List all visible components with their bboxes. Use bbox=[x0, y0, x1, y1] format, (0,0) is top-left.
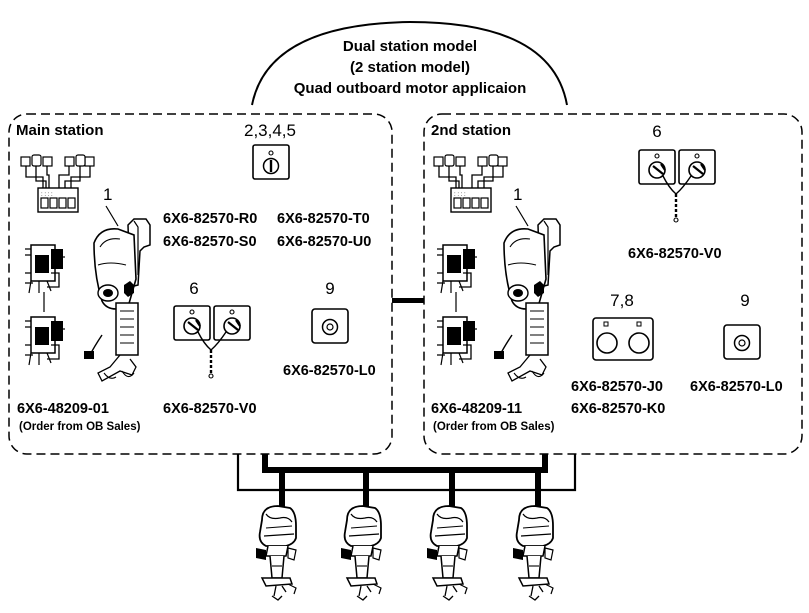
key-switch-icon-2 bbox=[637, 148, 717, 224]
second-remote-note: (Order from OB Sales) bbox=[433, 421, 555, 433]
second-button-callout: 9 bbox=[740, 291, 749, 310]
diagram-title-line-1: Dual station model bbox=[343, 38, 477, 55]
remote-control-icon bbox=[83, 218, 151, 382]
key-switch-icon bbox=[172, 304, 252, 380]
second-remote-part: 6X6-48209-11 bbox=[431, 401, 522, 417]
main-key-switch-part: 6X6-82570-V0 bbox=[163, 401, 257, 417]
outboard-motor-icon-2 bbox=[340, 505, 382, 601]
second-remote-callout: 1 bbox=[513, 185, 522, 204]
outboard-motor-icon-3 bbox=[426, 505, 468, 601]
control-module-icon-2 bbox=[24, 316, 66, 366]
control-module-icon-4 bbox=[436, 316, 478, 366]
dual-button-icon bbox=[592, 317, 654, 361]
dual-button-callout: 7,8 bbox=[610, 291, 634, 310]
diagram-title-line-3: Quad outboard motor applicaion bbox=[294, 80, 527, 97]
second-key-switch-callout: 6 bbox=[652, 122, 661, 141]
main-key-switch-callout: 6 bbox=[189, 279, 198, 298]
second-key-switch-part: 6X6-82570-V0 bbox=[628, 246, 722, 262]
dual-button-part-j0: 6X6-82570-J0 bbox=[571, 379, 663, 395]
outboard-motor-icon-4 bbox=[512, 505, 554, 601]
control-module-icon-3 bbox=[436, 244, 478, 294]
station-link-arch bbox=[251, 20, 568, 106]
main-station-label: Main station bbox=[16, 122, 104, 139]
main-station-frame bbox=[8, 113, 393, 455]
diagram-title-line-2: (2 station model) bbox=[350, 59, 470, 76]
switch-part-s0: 6X6-82570-S0 bbox=[163, 234, 257, 250]
main-button-callout: 9 bbox=[325, 279, 334, 298]
remote-control-icon-2 bbox=[493, 218, 561, 382]
hub-icon bbox=[20, 154, 95, 213]
second-station-label: 2nd station bbox=[431, 122, 511, 139]
main-remote-note: (Order from OB Sales) bbox=[19, 421, 141, 433]
switch-part-t0: 6X6-82570-T0 bbox=[277, 211, 370, 227]
switch-part-r0: 6X6-82570-R0 bbox=[163, 211, 257, 227]
dual-button-part-k0: 6X6-82570-K0 bbox=[571, 401, 665, 417]
main-remote-callout: 1 bbox=[103, 185, 112, 204]
outboard-motor-icon bbox=[255, 505, 297, 601]
push-button-icon-2 bbox=[723, 324, 761, 360]
push-button-icon bbox=[311, 308, 349, 344]
control-module-icon bbox=[24, 244, 66, 294]
main-button-part: 6X6-82570-L0 bbox=[283, 363, 376, 379]
switch-panel-callout: 2,3,4,5 bbox=[244, 121, 296, 140]
main-remote-part: 6X6-48209-01 bbox=[17, 401, 109, 417]
second-station-frame bbox=[423, 113, 803, 455]
switch-part-u0: 6X6-82570-U0 bbox=[277, 234, 371, 250]
second-button-part: 6X6-82570-L0 bbox=[690, 379, 783, 395]
inter-station-bridge bbox=[392, 298, 424, 303]
harness-wiring bbox=[236, 454, 577, 508]
switch-panel-icon bbox=[252, 144, 290, 180]
hub-icon-2 bbox=[433, 154, 508, 213]
